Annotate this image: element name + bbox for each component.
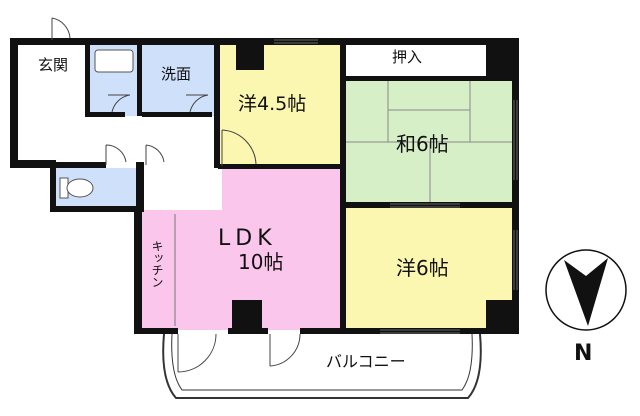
toilet-icon	[59, 177, 94, 199]
room-label-ldk: LDK	[218, 226, 277, 251]
genkan-floor	[17, 44, 87, 90]
compass-label: N	[574, 341, 593, 366]
ldk-fill-upper	[222, 168, 344, 212]
room-label-oshiire: 押入	[392, 48, 423, 66]
room-label-genkan: 玄関	[38, 56, 69, 74]
compass-icon	[545, 249, 627, 331]
room-label-washitsu: 和6帖	[396, 132, 449, 156]
room-label-kitchen: キッチン	[150, 240, 164, 288]
youshitsu-large-fill	[346, 206, 512, 330]
bathtub-icon	[94, 49, 134, 73]
room-label-ldk-size: 10帖	[238, 250, 284, 274]
room-label-youshitsu-small: 洋4.5帖	[238, 93, 307, 115]
room-label-youshitsu-large: 洋6帖	[396, 256, 449, 280]
oshiire-fill	[346, 44, 476, 78]
tatami-lines	[346, 80, 512, 204]
room-label-senmen: 洗面	[161, 65, 192, 83]
walls	[10, 38, 519, 334]
balcony-inner	[171, 333, 473, 391]
washroom-fill	[141, 44, 217, 116]
door-swings	[51, 17, 301, 373]
windows	[274, 39, 518, 334]
balcony-outline	[162, 333, 482, 399]
room-label-balcony: バルコニー	[326, 352, 406, 371]
